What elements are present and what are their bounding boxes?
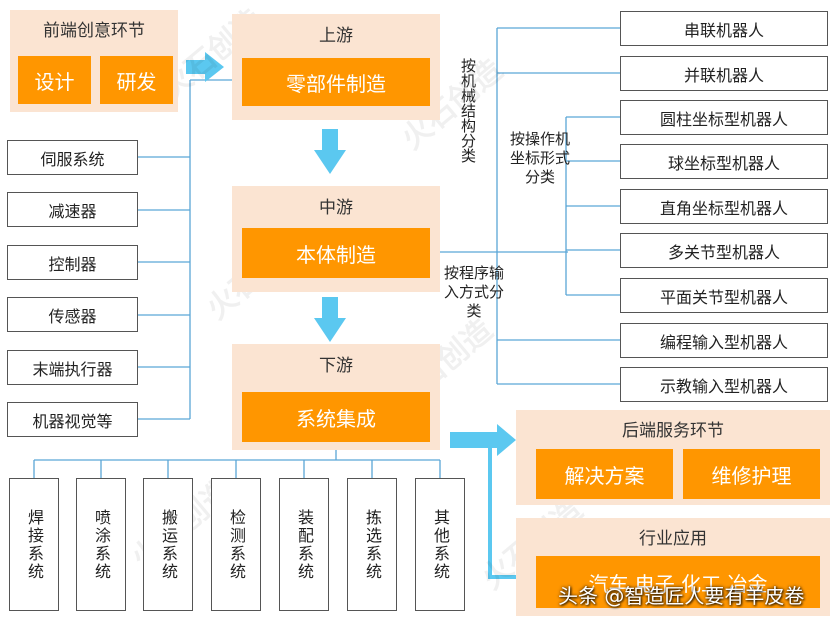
system-welding: 焊接系统 [9,478,59,611]
upstream-panel: 上游 零部件制造 [232,14,440,120]
system-handling: 搬运系统 [143,478,193,611]
robot-type-articulated: 多关节型机器人 [620,233,828,268]
robot-type-programmed: 编程输入型机器人 [620,323,828,358]
component-reducer: 减速器 [7,192,138,227]
label-by-coordinate: 按操作机坐标形式分类 [510,130,571,186]
frontend-panel: 前端创意环节 设计 研发 [10,10,178,112]
robot-type-teach: 示教输入型机器人 [620,367,828,402]
component-machine-vision: 机器视觉等 [7,402,138,437]
component-sensor: 传感器 [7,297,138,332]
upstream-title: 上游 [319,26,353,46]
frontend-title: 前端创意环节 [43,21,145,41]
solutions-box: 解决方案 [536,449,673,499]
robot-type-parallel: 并联机器人 [620,56,828,91]
robot-type-scara: 平面关节型机器人 [620,278,828,313]
robot-body-manufacturing-box: 本体制造 [242,228,430,278]
backend-title: 后端服务环节 [622,421,724,441]
backend-panel: 后端服务环节 解决方案 维修护理 [516,410,830,505]
label-by-structure: 按机械结构分类 [459,58,477,163]
source-credit: 头条 @智造匠人要有羊皮卷 [558,584,805,608]
robot-type-cylindrical: 圆柱坐标型机器人 [620,100,828,135]
research-box: 研发 [100,56,173,104]
maintenance-box: 维修护理 [683,449,820,499]
system-other: 其他系统 [415,478,465,611]
industry-panel: 行业应用 汽车 电子 化工 冶金 [516,518,830,616]
midstream-panel: 中游 本体制造 [232,186,440,292]
industry-title: 行业应用 [639,529,707,549]
downstream-panel: 下游 系统集成 [232,344,440,450]
component-controller: 控制器 [7,245,138,280]
component-servo: 伺服系统 [7,140,138,175]
downstream-title: 下游 [319,356,353,376]
system-inspection: 检测系统 [211,478,261,611]
label-by-program: 按程序输入方式分类 [444,264,505,320]
design-box: 设计 [18,56,91,104]
robot-type-spherical: 球坐标型机器人 [620,144,828,179]
robot-type-serial: 串联机器人 [620,11,828,46]
system-assembly: 装配系统 [279,478,329,611]
component-end-effector: 末端执行器 [7,350,138,385]
system-spraying: 喷涂系统 [76,478,126,611]
robot-type-cartesian: 直角坐标型机器人 [620,189,828,224]
parts-manufacturing-box: 零部件制造 [242,58,430,106]
system-integration-box: 系统集成 [242,392,430,442]
system-sorting: 拣选系统 [347,478,397,611]
industry-applications-box: 汽车 电子 化工 冶金 [536,556,820,608]
midstream-title: 中游 [319,198,353,218]
